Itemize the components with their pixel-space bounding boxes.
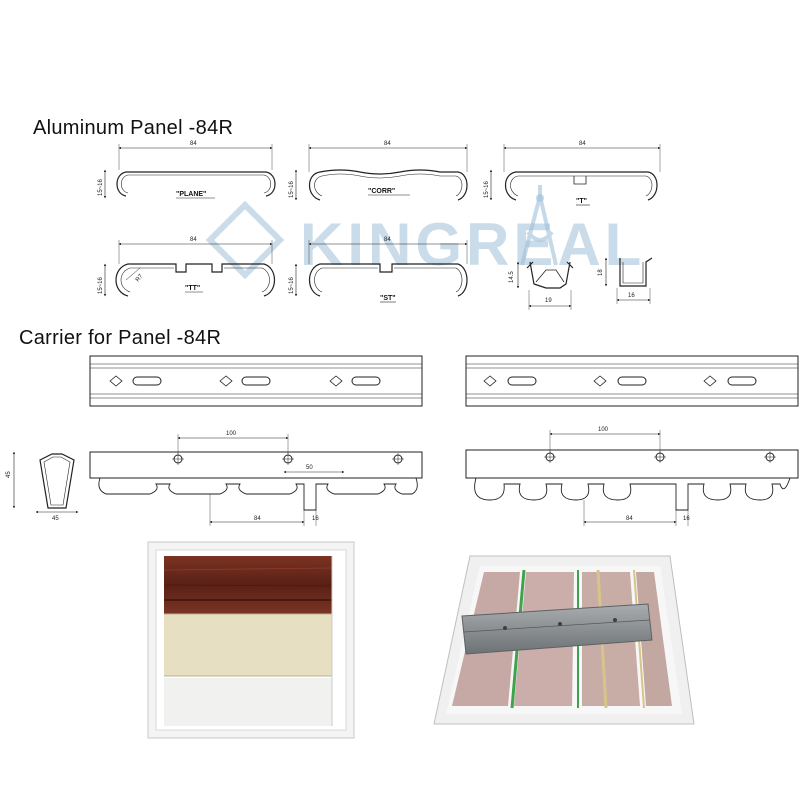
carrier-right-side-view	[465, 430, 799, 526]
corr-height: 15~16	[289, 180, 295, 198]
clip-b	[604, 257, 653, 304]
clip-b-height: 18	[598, 269, 604, 276]
plane-height: 15~16	[98, 178, 104, 196]
tt-width: 84	[190, 237, 197, 243]
clip-b-width: 16	[628, 293, 635, 299]
tt-height: 15~16	[98, 276, 104, 294]
left-gap: 16	[312, 516, 319, 522]
watermark-diamond-icon	[205, 200, 285, 280]
clip-a-width: 19	[545, 298, 552, 304]
tt-radius: R7	[135, 273, 145, 283]
carrier-left-side-view	[89, 434, 423, 526]
corr-width: 84	[384, 141, 391, 147]
clip-a	[516, 261, 574, 310]
profile-t	[489, 144, 661, 201]
clip-a-height: 14.5	[509, 271, 515, 283]
profile-tt	[103, 240, 276, 297]
profile-corr	[294, 144, 468, 201]
corr-label: "CORR"	[368, 188, 395, 195]
carrier-left-top-view	[89, 355, 423, 407]
right-gap: 16	[683, 516, 690, 522]
st-width: 84	[384, 237, 391, 243]
section-width: 45	[52, 516, 59, 522]
plane-label: "PLANE"	[176, 191, 206, 198]
left-pitch-bottom: 84	[254, 516, 261, 522]
panel-heading: Aluminum Panel -84R	[33, 117, 234, 139]
left-pitch-top: 100	[226, 431, 237, 437]
photo-panel-samples	[147, 541, 355, 739]
t-width: 84	[579, 141, 586, 147]
left-slot-width: 50	[306, 465, 313, 471]
carrier-right-top-view	[465, 355, 799, 407]
profile-plane	[103, 144, 276, 199]
section-height: 45	[6, 471, 12, 478]
profile-st	[294, 240, 468, 297]
st-height: 15~16	[289, 276, 295, 294]
t-label: "T"	[576, 198, 587, 205]
t-height: 15~16	[484, 180, 490, 198]
photo-ceiling-frame	[433, 555, 695, 725]
carrier-section	[12, 451, 79, 514]
compass-icon	[520, 185, 558, 266]
carrier-heading: Carrier for Panel -84R	[19, 327, 222, 349]
right-pitch-bottom: 84	[626, 516, 633, 522]
plane-width: 84	[190, 141, 197, 147]
tt-label: "TT"	[185, 285, 200, 292]
right-pitch-top: 100	[598, 427, 609, 433]
st-label: "ST"	[380, 295, 396, 302]
